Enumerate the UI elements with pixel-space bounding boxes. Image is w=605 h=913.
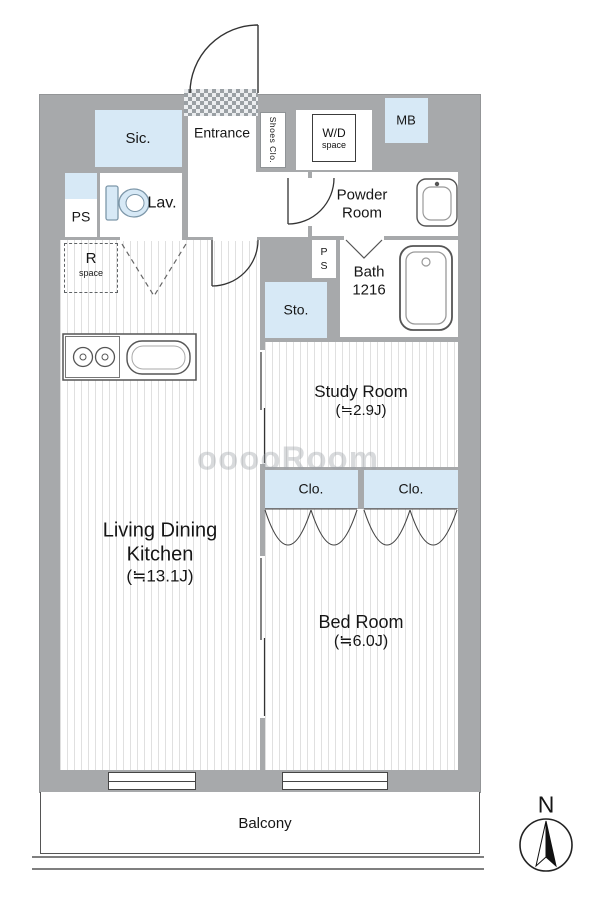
- label-ps-shaft-line1: P: [320, 245, 328, 258]
- label-ldk-line2: Kitchen: [126, 542, 194, 565]
- label-study-room: Study Room (≒2.9J): [314, 382, 408, 420]
- opening-corridor-powder: [308, 178, 312, 226]
- label-bedroom-name: Bed Room: [318, 611, 404, 632]
- opening-hall-ldk: [213, 236, 257, 241]
- label-powder-line2: Room: [341, 204, 383, 221]
- label-lavatory: Lav.: [147, 194, 177, 212]
- label-r-space-line2: space: [78, 267, 104, 278]
- room-bedroom: [265, 509, 458, 770]
- opening-bedroom-sliding: [260, 556, 265, 718]
- label-powder-line1: Powder: [336, 186, 388, 204]
- label-study-name: Study Room: [314, 382, 408, 402]
- label-bedroom: Bed Room (≒6.0J): [318, 612, 403, 652]
- balcony-outline: [40, 792, 480, 854]
- window-bedroom: [282, 772, 388, 790]
- label-ps-shaft: P S: [320, 245, 327, 273]
- ps-shaft-box: [65, 173, 97, 199]
- entrance-porch-tiles: [184, 89, 258, 116]
- label-r-space-line1: R: [85, 249, 97, 267]
- label-ldk: Living Dining Kitchen (≒13.1J): [103, 519, 218, 586]
- label-r-space: R space: [79, 250, 103, 278]
- label-shoes-closet: Shoes Clo.: [268, 116, 279, 164]
- fridge-space-box: [64, 243, 118, 293]
- room-corridor: [256, 172, 308, 237]
- watermark: ooooRoom: [196, 439, 380, 477]
- label-bath-line2: 1216: [352, 281, 386, 298]
- label-bath-line1: Bath: [353, 263, 385, 281]
- label-bath: Bath 1216: [352, 263, 385, 298]
- wd-space-label: W/D: [322, 126, 346, 140]
- room-shoes-closet: [260, 112, 286, 168]
- opening-lavatory: [120, 236, 182, 241]
- room-ldk: [60, 240, 260, 770]
- opening-study-sliding: [260, 350, 265, 464]
- wd-space-box: W/D space: [312, 114, 356, 162]
- entrance-door-arc-icon: [189, 24, 259, 94]
- opening-bath: [344, 236, 384, 240]
- room-ps-small: [312, 240, 336, 278]
- label-bedroom-size: (≒6.0J): [333, 633, 389, 651]
- wd-space-sublabel: space: [321, 140, 347, 150]
- room-closet-left: [265, 470, 358, 508]
- site-boundary-lines: [32, 856, 484, 870]
- label-mb: MB: [396, 112, 416, 128]
- label-storage: Sto.: [283, 301, 309, 318]
- room-closet-right: [364, 470, 458, 508]
- label-study-size: (≒2.9J): [335, 402, 387, 420]
- label-closet-right: Clo.: [398, 480, 424, 497]
- label-ldk-size: (≒13.1J): [126, 566, 194, 586]
- room-mb: [385, 98, 428, 143]
- label-ldk-line1: Living Dining: [102, 519, 218, 542]
- label-ps: PS: [71, 208, 91, 225]
- label-entrance: Entrance: [193, 124, 251, 141]
- room-sic: [95, 110, 182, 167]
- compass-icon: [519, 818, 573, 872]
- room-entrance-hall: [188, 110, 256, 237]
- room-study: [265, 342, 458, 467]
- window-ldk: [108, 772, 196, 790]
- room-storage: [265, 282, 327, 338]
- label-sic: Sic.: [125, 130, 151, 148]
- label-ps-shaft-line2: S: [320, 260, 328, 272]
- label-compass-north: N: [537, 791, 555, 818]
- label-powder-room: Powder Room: [337, 186, 388, 221]
- label-balcony: Balcony: [238, 815, 292, 833]
- label-closet-left: Clo.: [298, 480, 324, 497]
